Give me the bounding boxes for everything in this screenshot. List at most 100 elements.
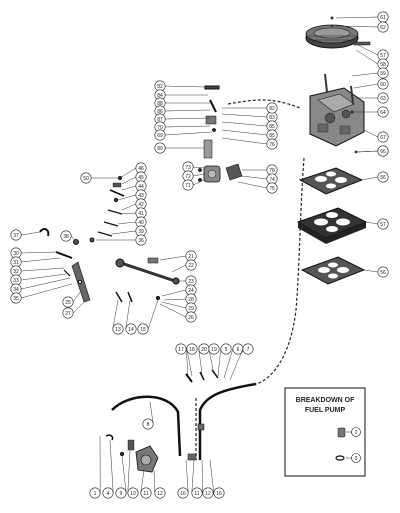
callout-21: 21 bbox=[159, 250, 197, 262]
callout-bubble bbox=[202, 487, 214, 499]
callout-bubble bbox=[112, 323, 124, 335]
fuel-hose-solid bbox=[111, 382, 257, 460]
callout-number: 73 bbox=[185, 165, 191, 171]
callout-number: 31 bbox=[13, 260, 19, 266]
callout-62: 62 bbox=[335, 21, 389, 33]
callout-bubble bbox=[182, 179, 194, 191]
callout-73: 73 bbox=[182, 161, 205, 173]
callout-number: 85 bbox=[269, 124, 275, 130]
callout-bubble bbox=[377, 106, 389, 118]
callout-leader-line bbox=[365, 221, 378, 225]
callout-bubble bbox=[266, 182, 278, 194]
callout-leader-line bbox=[21, 257, 61, 263]
callout-29: 29 bbox=[161, 301, 197, 314]
callout-number: 17 bbox=[178, 347, 184, 353]
callout-11: 11 bbox=[191, 459, 203, 499]
callout-37: 37 bbox=[10, 229, 41, 241]
callout-number: 82 bbox=[157, 84, 163, 90]
callout-bubble bbox=[115, 487, 127, 499]
callout-number: 70 bbox=[157, 125, 163, 131]
callout-bubble bbox=[175, 343, 187, 355]
callout-bubble bbox=[10, 292, 22, 304]
callout-leader-line bbox=[121, 203, 136, 211]
callout-44: 44 bbox=[121, 180, 147, 192]
callout-45: 45 bbox=[121, 171, 147, 185]
callout-83: 83 bbox=[221, 111, 278, 123]
callout-number: 13 bbox=[115, 327, 121, 333]
callout-leader-line bbox=[163, 298, 186, 301]
callout-leader-line bbox=[351, 72, 378, 77]
callout-bubble bbox=[208, 343, 220, 355]
svg-text:2: 2 bbox=[355, 430, 358, 436]
choke-housing bbox=[198, 163, 243, 183]
callout-leader-line bbox=[229, 348, 244, 381]
callout-33: 33 bbox=[10, 273, 67, 286]
callout-87: 87 bbox=[154, 113, 211, 125]
callout-leader-line bbox=[193, 173, 205, 177]
callout-leader-line bbox=[21, 273, 67, 281]
callout-leader-line bbox=[72, 291, 81, 303]
callout-number: 45 bbox=[138, 175, 144, 181]
fuel-line-paths bbox=[195, 99, 305, 460]
callout-bubble bbox=[191, 487, 203, 499]
o-ring-icon bbox=[335, 455, 345, 461]
callout-82: 82 bbox=[154, 80, 206, 92]
callout-number: 69 bbox=[157, 133, 163, 139]
callout-32: 32 bbox=[10, 265, 65, 277]
callout-number: 40 bbox=[138, 220, 144, 226]
callout-60: 60 bbox=[353, 78, 389, 90]
callout-bubble bbox=[266, 102, 278, 114]
callout-number: 86 bbox=[157, 109, 163, 115]
callout-88: 88 bbox=[154, 97, 210, 109]
callout-leader-line bbox=[71, 235, 77, 243]
callout-14: 14 bbox=[125, 299, 137, 335]
callout-bubble bbox=[186, 343, 198, 355]
callout-number: 21 bbox=[188, 254, 194, 260]
callout-7: 7 bbox=[229, 343, 254, 381]
callout-12: 12 bbox=[201, 459, 214, 499]
callout-number: 29 bbox=[188, 306, 194, 312]
callout-number: 57 bbox=[380, 53, 386, 59]
callout-75: 75 bbox=[237, 181, 278, 194]
callout-17: 17 bbox=[175, 343, 189, 377]
callout-number: 74 bbox=[269, 177, 275, 183]
callout-42: 42 bbox=[121, 198, 147, 211]
callout-bubble bbox=[213, 487, 225, 499]
callout-82: 82 bbox=[222, 102, 278, 114]
callout-leader-line bbox=[335, 16, 378, 19]
callout-31: 31 bbox=[10, 256, 61, 268]
callout-number: 16 bbox=[216, 491, 222, 497]
throttle-rod-assembly bbox=[115, 257, 180, 303]
callout-leader-line bbox=[209, 459, 215, 494]
callout-78: 78 bbox=[242, 164, 278, 176]
callout-number: 66 bbox=[380, 149, 386, 155]
callout-bubble bbox=[140, 487, 152, 499]
callout-number: 16 bbox=[180, 491, 186, 497]
callout-leader-line bbox=[363, 269, 378, 273]
callout-bubble bbox=[60, 230, 72, 242]
air-cleaner-assembly bbox=[305, 16, 371, 49]
callout-bubble bbox=[137, 323, 149, 335]
callout-leader-line bbox=[147, 299, 159, 330]
callout-number: 32 bbox=[13, 269, 19, 275]
callout-bubble bbox=[154, 129, 166, 141]
callout-number: 58 bbox=[380, 62, 386, 68]
callout-number: 26 bbox=[188, 315, 194, 321]
callout-number: 30 bbox=[13, 251, 19, 257]
callout-leader-line bbox=[361, 176, 378, 181]
callout-number: 83 bbox=[269, 115, 275, 121]
callout-number: 38 bbox=[63, 234, 69, 240]
carburetor-body bbox=[309, 73, 365, 154]
callout-59: 59 bbox=[351, 67, 389, 79]
callout-bubble bbox=[89, 487, 101, 499]
callout-bubble bbox=[377, 131, 389, 143]
callout-number: 35 bbox=[13, 296, 19, 302]
callout-number: 89 bbox=[157, 146, 163, 152]
callout-bubble bbox=[377, 218, 389, 230]
callout-leader-line bbox=[198, 348, 203, 375]
callout-number: 37 bbox=[13, 233, 19, 239]
callout-leader-line bbox=[117, 221, 136, 225]
callout-bubble bbox=[62, 307, 74, 319]
callout-number: 76 bbox=[269, 142, 275, 148]
legend-title-line1: BREAKDOWN OF bbox=[296, 397, 355, 404]
